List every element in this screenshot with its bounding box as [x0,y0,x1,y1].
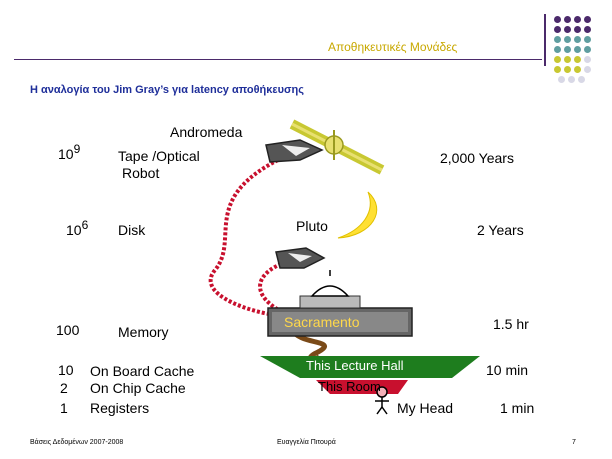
decorative-dot [554,36,561,43]
level-memory-label: Memory [118,324,169,340]
place-andromeda: Andromeda [170,124,243,140]
decorative-dot [564,16,571,23]
time-onboard: 10 min [486,362,529,378]
title-horizontal-divider [14,59,542,60]
disk-robot-icon [275,247,326,269]
decorative-dot [564,26,571,33]
decorative-dot [564,46,571,53]
decorative-dot [574,36,581,43]
rope-upper [209,158,291,318]
decorative-dot [584,66,591,73]
level-onboard-label: On Board Cache [90,363,195,379]
decorative-dot [574,56,581,63]
page-title: Αποθηκευτικές Μονάδες [328,40,458,54]
time-disk: 2 Years [477,222,524,238]
time-registers: 1 min [500,400,535,416]
decorative-dot [564,66,571,73]
stick-figure-icon [375,386,389,415]
place-pluto: Pluto [296,218,328,234]
level-disk-magnitude: 106 [66,218,89,238]
decorative-dot [564,36,571,43]
decorative-dot-grid [0,0,612,120]
decorative-dot [568,76,575,83]
decorative-dot [578,76,585,83]
decorative-dot [574,16,581,23]
time-memory: 1.5 hr [493,316,529,332]
decorative-dot [584,46,591,53]
level-onchip-number: 2 [60,380,68,396]
title-vertical-divider [544,14,546,66]
footer-page-number: 7 [572,439,576,446]
moon-icon [337,191,378,239]
place-my-head: My Head [397,400,454,416]
decorative-dot [554,26,561,33]
rope-disk [258,260,296,320]
decorative-dot [558,76,565,83]
decorative-dot [574,66,581,73]
level-registers-label: Registers [90,400,150,416]
decorative-dot [584,16,591,23]
level-tape-magnitude: 109 [58,142,81,162]
level-onboard-number: 10 [58,362,74,378]
decorative-dot [584,36,591,43]
tape-robot-icon [265,139,324,163]
footer-course: Βάσεις Δεδομένων 2007-2008 [30,439,124,446]
satellite-icon [289,119,385,175]
level-tape-label: Tape /Optical [118,148,200,164]
decorative-dot [554,66,561,73]
slide-subtitle: Η αναλογία του Jim Gray’s για latency απ… [30,84,304,96]
decorative-dot [574,26,581,33]
lecture-hall-icon [260,356,480,378]
decorative-dot [554,46,561,53]
decorative-dot [574,46,581,53]
time-tape: 2,000 Years [440,150,514,166]
footer-author: Ευαγγελία Πιτουρά [277,439,336,446]
level-memory-number: 100 [56,322,80,338]
decorative-dot [554,16,561,23]
capitol-building-icon [267,270,413,337]
place-lecture-hall: This Lecture Hall [306,358,404,373]
decorative-dot [564,56,571,63]
decorative-dot [584,56,591,63]
level-registers-number: 1 [60,400,68,416]
place-room: This Room [318,379,381,394]
level-onchip-label: On Chip Cache [90,380,186,396]
decorative-dot [584,26,591,33]
decorative-dot [554,56,561,63]
place-sacramento: Sacramento [284,314,360,330]
level-tape-label-line2: Robot [122,165,160,181]
level-disk-label: Disk [118,222,146,238]
